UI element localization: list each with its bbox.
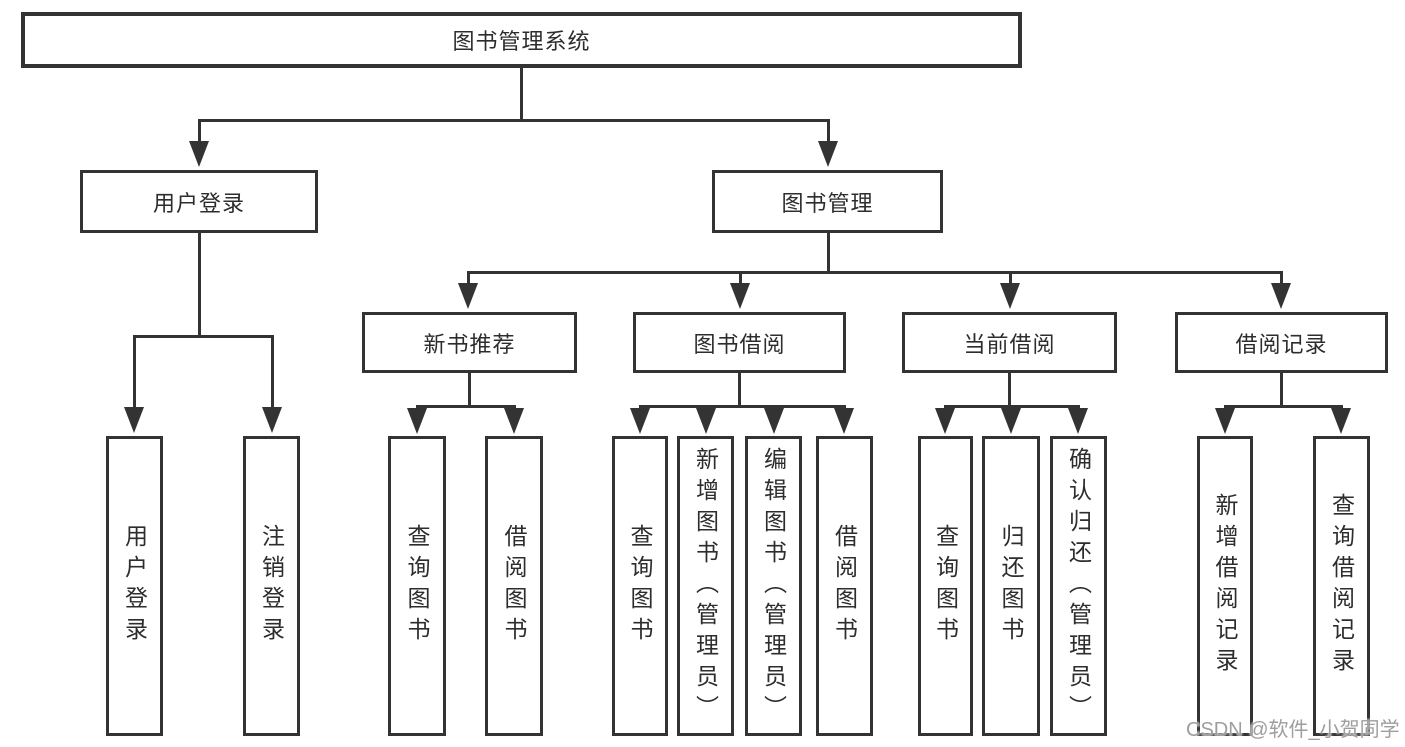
- node-leaf-add-books-admin: 新增图书（管理员）: [677, 436, 734, 736]
- arrow-down-icon: [696, 408, 716, 434]
- node-label-leaf-query-books-1: 查询图书: [404, 524, 430, 648]
- arrow-down-icon: [407, 408, 427, 434]
- node-label-leaf-return-books: 归还图书: [998, 524, 1024, 648]
- node-label-current-borrowing: 当前借阅: [963, 331, 1056, 357]
- node-leaf-add-borrow-record: 新增借阅记录: [1197, 436, 1253, 736]
- node-leaf-borrow-books-2: 借阅图书: [816, 436, 873, 736]
- connector-line: [519, 68, 523, 121]
- node-leaf-query-books-1: 查询图书: [388, 436, 446, 736]
- node-new-book-recommend: 新书推荐: [362, 312, 577, 373]
- arrow-shaft: [826, 120, 830, 149]
- arrow-down-icon: [1331, 408, 1351, 434]
- arrow-down-icon: [1000, 283, 1020, 309]
- node-label-leaf-edit-books-admin: 编辑图书（管理员）: [760, 446, 787, 726]
- node-label-new-book-recommend: 新书推荐: [423, 331, 516, 357]
- node-label-user-login: 用户登录: [152, 190, 245, 216]
- node-leaf-query-books-3: 查询图书: [918, 436, 973, 736]
- arrow-down-icon: [124, 407, 144, 433]
- connector-line: [467, 373, 471, 407]
- node-label-leaf-confirm-return: 确认归还（管理员）: [1065, 446, 1092, 726]
- arrow-down-icon: [1001, 408, 1021, 434]
- node-label-leaf-logout: 注销登录: [258, 524, 285, 648]
- node-leaf-borrow-books-1: 借阅图书: [485, 436, 543, 736]
- node-leaf-logout: 注销登录: [243, 436, 300, 736]
- node-leaf-query-borrow-record: 查询借阅记录: [1313, 436, 1370, 736]
- connector-line: [415, 404, 516, 408]
- arrow-down-icon: [818, 141, 838, 167]
- arrow-down-icon: [834, 408, 854, 434]
- connector-line: [638, 404, 846, 408]
- arrow-down-icon: [730, 283, 750, 309]
- node-label-leaf-borrow-books-1: 借阅图书: [501, 524, 527, 648]
- connector-line: [132, 334, 274, 338]
- arrow-down-icon: [630, 408, 650, 434]
- node-leaf-user-login: 用户登录: [106, 436, 163, 736]
- arrow-down-icon: [1271, 283, 1291, 309]
- node-label-leaf-query-books-3: 查询图书: [932, 524, 959, 648]
- node-label-leaf-query-borrow-record: 查询借阅记录: [1328, 493, 1355, 679]
- arrow-shaft: [738, 272, 742, 291]
- node-book-management: 图书管理: [712, 170, 943, 233]
- connector-line: [1007, 373, 1011, 407]
- arrow-shaft: [1279, 272, 1283, 291]
- arrow-down-icon: [458, 283, 478, 309]
- arrow-shaft: [132, 336, 136, 415]
- node-leaf-confirm-return: 确认归还（管理员）: [1050, 436, 1107, 736]
- arrow-down-icon: [504, 408, 524, 434]
- node-label-system: 图书管理系统: [452, 29, 591, 54]
- connector-line: [1279, 373, 1283, 407]
- node-leaf-edit-books-admin: 编辑图书（管理员）: [745, 436, 802, 736]
- arrow-down-icon: [262, 407, 282, 433]
- node-label-leaf-query-books-2: 查询图书: [627, 524, 653, 648]
- connector-line: [197, 118, 830, 122]
- connector-line: [1223, 404, 1343, 408]
- node-label-book-management: 图书管理: [781, 190, 874, 216]
- node-system: 图书管理系统: [21, 12, 1022, 68]
- arrow-shaft: [197, 120, 201, 149]
- node-leaf-query-books-2: 查询图书: [612, 436, 668, 736]
- connector-line: [466, 270, 1283, 274]
- arrow-down-icon: [1068, 408, 1088, 434]
- arrow-shaft: [1008, 272, 1012, 291]
- arrow-down-icon: [189, 141, 209, 167]
- node-borrowing-records: 借阅记录: [1175, 312, 1388, 373]
- connector-line: [826, 233, 830, 273]
- node-book-borrowing: 图书借阅: [633, 312, 846, 373]
- node-label-book-borrowing: 图书借阅: [693, 331, 786, 357]
- connector-line: [737, 373, 741, 407]
- node-label-leaf-user-login: 用户登录: [121, 524, 148, 648]
- node-current-borrowing: 当前借阅: [902, 312, 1117, 373]
- arrow-down-icon: [935, 408, 955, 434]
- connector-line: [197, 233, 201, 337]
- node-user-login: 用户登录: [80, 170, 318, 233]
- node-label-borrowing-records: 借阅记录: [1235, 331, 1328, 357]
- arrow-down-icon: [764, 408, 784, 434]
- node-label-leaf-add-books-admin: 新增图书（管理员）: [692, 446, 719, 726]
- node-label-leaf-borrow-books-2: 借阅图书: [831, 524, 858, 648]
- node-leaf-return-books: 归还图书: [982, 436, 1040, 736]
- arrow-shaft: [466, 272, 470, 291]
- node-label-leaf-add-borrow-record: 新增借阅记录: [1212, 493, 1238, 679]
- arrow-shaft: [270, 336, 274, 415]
- arrow-down-icon: [1215, 408, 1235, 434]
- csdn-watermark: CSDN @软件_小贺同学: [1186, 719, 1400, 741]
